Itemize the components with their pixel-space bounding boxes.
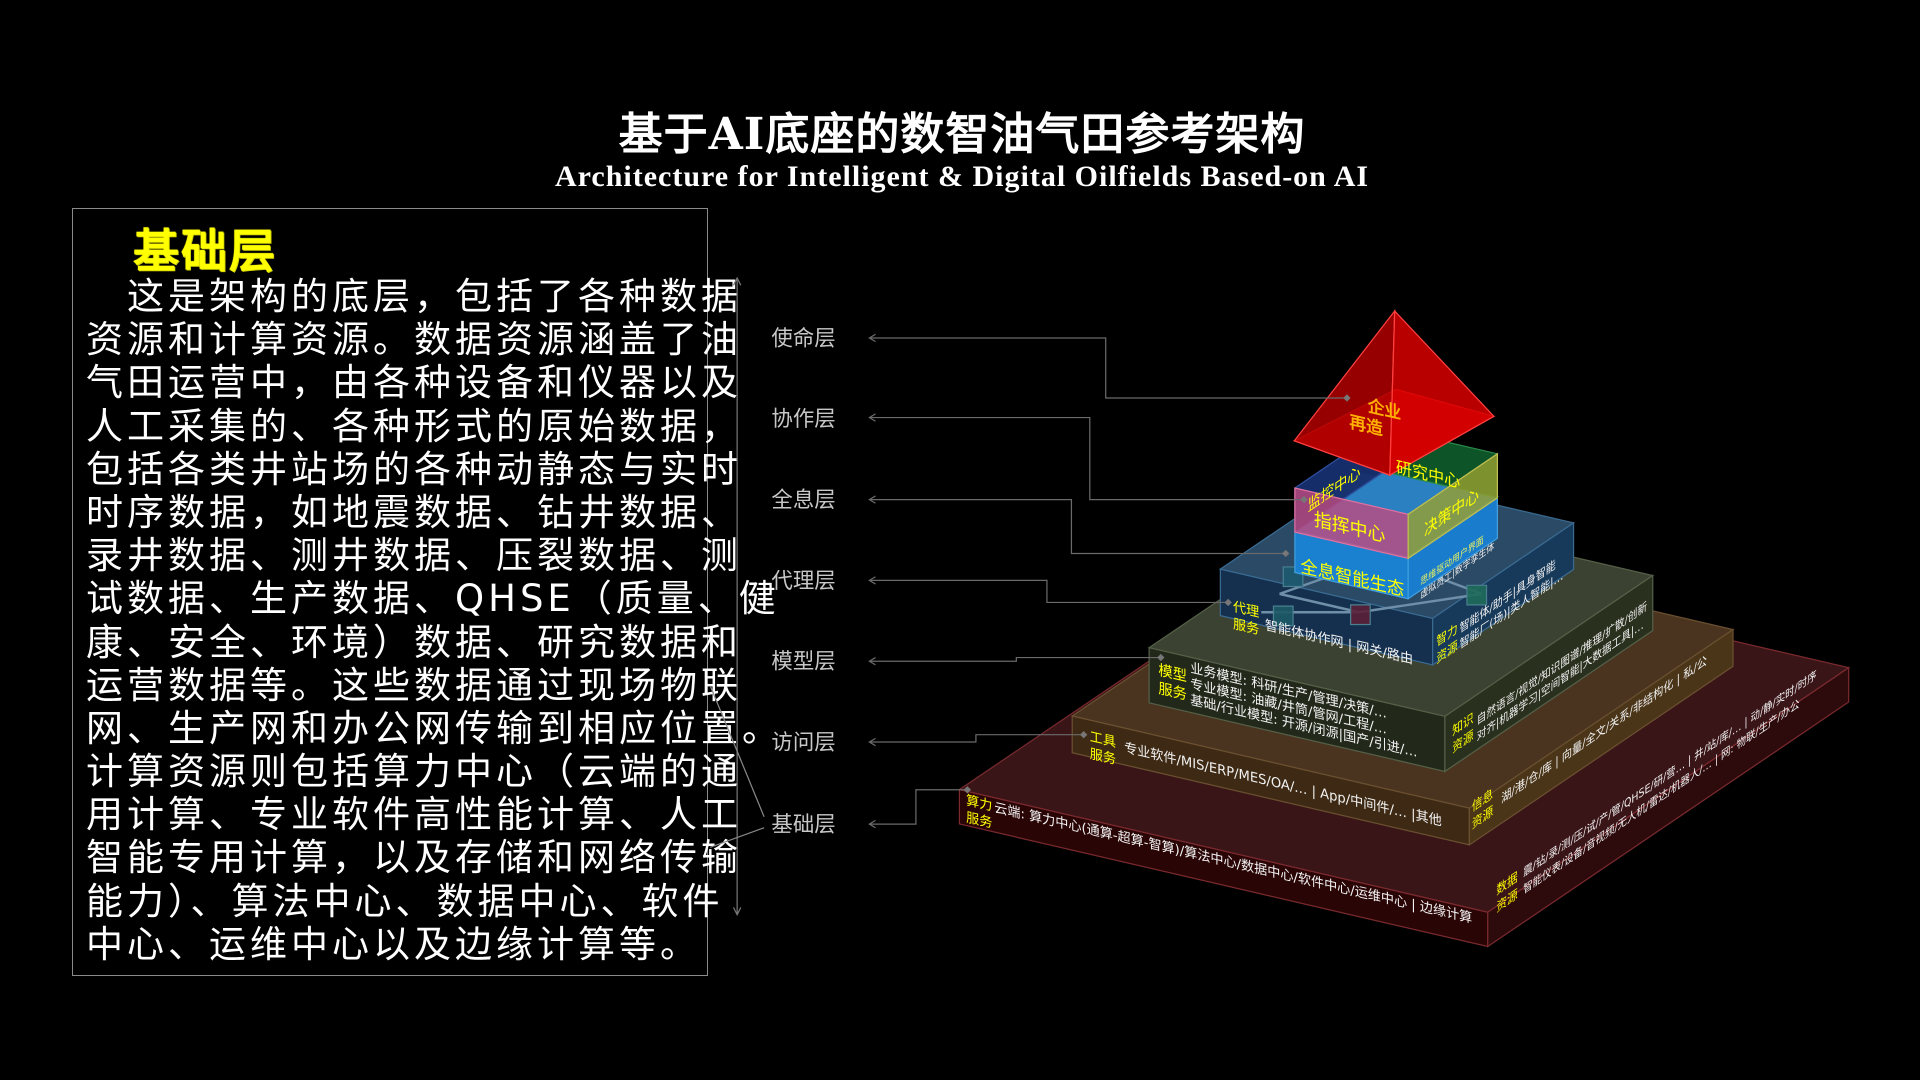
leader-line [869, 498, 1286, 555]
description-line: 网、生产网和办公网传输到相应位置。 [86, 706, 783, 750]
page-subtitle: Architecture for Intelligent & Digital O… [554, 160, 1370, 193]
layer-label-base[interactable]: 基础层 [771, 812, 835, 837]
page-title: 基于AI底座的数智油气田参考架构 [618, 109, 1306, 160]
decision-center-panel [1407, 452, 1498, 560]
arrow-icon [868, 576, 876, 585]
network-link [1279, 592, 1360, 614]
pyramid [957, 309, 1851, 948]
layer-label-collaboration[interactable]: 协作层 [771, 407, 835, 432]
agent-slab-right-face [1432, 521, 1575, 667]
pyramid-left-face [1293, 309, 1396, 476]
layer-label-model[interactable]: 模型层 [771, 650, 835, 675]
access-left-label: 服务 [1090, 746, 1116, 768]
agent-left-label: 服务 [1233, 616, 1259, 638]
layer-description-panel: 基础层 这是架构的底层，包括了各种数据 资源和计算资源。数据资源涵盖了油 气田运… [72, 208, 779, 976]
description-line: 录井数据、测井数据、压裂数据、测 [86, 534, 742, 578]
access-left-label: 工具 [1090, 730, 1116, 751]
base-left-label: 服务 [966, 810, 992, 832]
base-left-label: 算力 [966, 792, 992, 814]
model-left-label: 模型 [1158, 662, 1187, 686]
description-line: 中心、运维中心以及边缘计算等。 [86, 922, 701, 966]
description-heading: 基础层 [133, 224, 277, 278]
description-line: 人工采集的、各种形式的原始数据， [86, 404, 742, 448]
description-line: 这是架构的底层，包括了各种数据 [86, 275, 742, 318]
network-node [1272, 605, 1294, 627]
description-line: 用计算、专业软件高性能计算、人工 [86, 793, 742, 837]
arrow-icon [868, 413, 876, 422]
arrow-icon [868, 333, 876, 343]
network-link [1359, 592, 1482, 614]
description-line: 计算资源则包括算力中心（云端的通 [86, 750, 742, 794]
arrow-icon [868, 657, 876, 666]
anchor-diamond-icon [1157, 653, 1165, 662]
network-node [1350, 604, 1371, 626]
arrow-icon [868, 495, 876, 504]
arrow-icon [868, 737, 876, 747]
description-line: 试数据、生产数据、QHSE（质量、健 [86, 577, 780, 621]
base-slab-right-face [1487, 666, 1850, 948]
anchor-diamond-icon [1343, 394, 1351, 402]
network-node [1466, 584, 1488, 606]
layer-labels: 使命层 协作层 全息层 代理层 模型层 访问层 基础层 [771, 326, 835, 837]
anchor-diamond-icon [963, 786, 972, 794]
pyramid-right-face [1389, 309, 1495, 477]
arrow-icon [868, 819, 876, 829]
layer-label-mission[interactable]: 使命层 [771, 326, 835, 351]
model-left-label: 服务 [1158, 680, 1187, 704]
model-slab-right-face [1444, 574, 1654, 773]
leader-line [869, 656, 1161, 662]
leader-line [869, 337, 1347, 399]
layer-axis [732, 276, 742, 917]
description-line: 时序数据，如地震数据、钻井数据、 [86, 490, 742, 534]
description-line: 能力）、算法中心、数据中心、软件 [86, 879, 724, 923]
leader-line [869, 579, 1229, 604]
leader-line [869, 416, 1305, 501]
description-line: 包括各类井站场的各种动静态与实时 [86, 447, 742, 491]
layer-label-agent[interactable]: 代理层 [771, 569, 835, 594]
description-line: 气田运营中，由各种设备和仪器以及 [86, 361, 742, 405]
agent-left-label: 代理 [1233, 599, 1259, 621]
description-line: 智能专用计算，以及存储和网络传输 [86, 836, 742, 880]
leader-lines [868, 333, 1351, 829]
leader-line [869, 734, 1084, 743]
bracket-connector [709, 685, 765, 848]
leader-line [869, 789, 968, 825]
description-line: 资源和计算资源。数据资源涵盖了油 [86, 318, 742, 362]
description-body: 这是架构的底层，包括了各种数据 资源和计算资源。数据资源涵盖了油 气田运营中，由… [86, 275, 783, 966]
layer-label-holographic[interactable]: 全息层 [771, 488, 835, 513]
access-slab-right-face [1468, 628, 1734, 847]
description-line: 运营数据等。这些数据通过现场物联 [86, 663, 742, 707]
anchor-diamond-icon [1224, 598, 1232, 607]
layer-label-access[interactable]: 访问层 [771, 730, 835, 755]
description-line: 康、安全、环境）数据、研究数据和 [86, 620, 742, 664]
